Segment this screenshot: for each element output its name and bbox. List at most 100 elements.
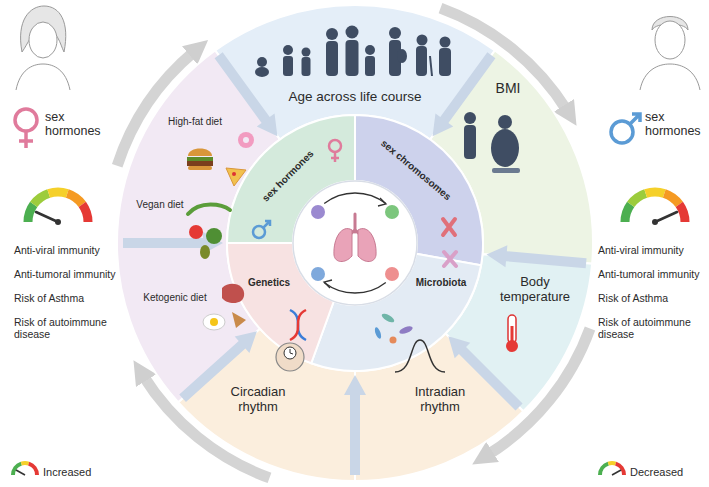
lung-lobe [358,229,376,262]
immune-cell [385,205,399,219]
segment-label: Body temperature [490,275,580,305]
arrow-shape [344,375,366,475]
male-symbol [253,226,265,238]
side-label: Anti-tumoral immunity [14,268,124,280]
centre-circle [293,181,417,305]
radial-arrow [210,49,287,143]
segment-label: Age across life course [260,89,450,105]
gauge-arc [625,204,631,222]
broccoli-icon [206,228,222,244]
egg-icon [210,318,218,326]
female-symbol [19,131,33,148]
segment-label: BMI [486,80,530,96]
arrow-shape [441,329,527,415]
segment-label: Microbiota [410,277,472,289]
gauge-arc [21,461,28,466]
female-head [16,64,70,90]
dna-strand [290,310,306,340]
arrow-shape [424,49,501,143]
arrow-shape [210,49,287,143]
thermometer [506,340,518,352]
burger-icon [188,149,212,157]
ring-segment: Genetics [225,241,336,366]
bacterium [374,327,383,340]
cycle-line [324,193,386,204]
person-figure [389,27,401,39]
thermometer [508,315,516,343]
segment-fill [311,254,481,371]
segment-label: Vegan diet [129,199,191,211]
person-figure [498,115,512,129]
gauge-arc [679,204,685,222]
gauge-arc [82,204,88,222]
segment-fill [355,115,483,265]
person-figure [464,112,476,124]
chromosome [444,252,456,266]
segment-shape [309,251,484,373]
person-figure [346,26,359,39]
side-label: Increased [43,466,113,479]
person-figure [491,129,519,167]
bell-curve [395,340,445,372]
segment-shape [353,113,485,268]
meat-icon [222,284,244,303]
gauge-arc [28,204,34,222]
person-figure [283,56,293,76]
clock-hands [290,349,293,354]
radial-arrow [123,232,223,254]
gauge-arc [67,194,82,205]
gauge-arc [600,464,608,475]
immune-cell [311,205,325,219]
segment-fill [227,115,355,243]
gauge-arc [13,464,21,475]
burger-icon [188,166,212,170]
side-label: sex hormones [645,110,707,139]
side-label: Risk of autoimmune disease [14,316,124,340]
side-label: sex hormones [45,110,107,139]
ring-segment: sex chromosomes [353,113,485,268]
person-figure [283,45,293,55]
chromosome [443,219,455,235]
person-figure [255,67,269,77]
side-label: Risk of autoimmune disease [598,316,706,340]
weighing-scale [492,168,520,173]
segment-label: Genetics [241,277,297,289]
side-label: Risk of Asthma [598,292,706,304]
male-symbol [611,121,633,143]
side-label: Anti-viral immunity [14,244,124,256]
gauge-arc [608,461,615,466]
bacterium [398,325,413,335]
segment-shape [225,241,336,366]
female-head [29,22,57,58]
immune-cell [311,267,325,281]
person-figure [389,40,401,76]
radial-arrow [175,323,264,406]
arrow-shape [486,244,588,275]
person-figure [365,45,375,55]
person-figure [302,57,311,76]
trachea [348,214,362,236]
immune-cell [385,267,399,281]
bacterium [380,312,395,324]
side-label: Decreased [630,466,705,479]
pizza-icon [226,168,246,186]
thermometer [511,326,514,343]
dna-strand [290,310,306,340]
person-figure [440,37,451,48]
segment-fill [227,243,334,363]
clock-icon [284,347,296,359]
male-symbol [263,221,270,228]
side-label: Anti-viral immunity [598,244,706,256]
head-icon [276,343,304,371]
female-symbol [331,152,339,162]
gauge-arc [49,192,68,193]
person-figure [326,41,338,76]
gauge-needle [612,470,621,475]
gauge-needle [55,219,61,225]
side-label: Risk of Asthma [14,292,124,304]
radial-arrow [344,375,366,475]
male-head [655,21,685,59]
